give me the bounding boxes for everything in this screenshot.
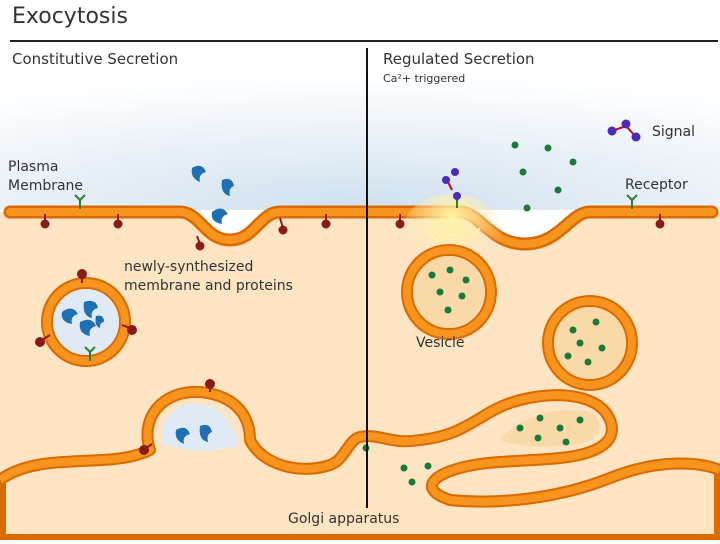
membrane-protein-red	[40, 214, 50, 229]
calcium-wave	[431, 227, 473, 241]
calcium-wave	[438, 227, 466, 237]
label-plasma-membrane: Plasma Membrane	[8, 158, 83, 196]
label-newly-synthesized: newly-synthesized membrane and proteins	[124, 258, 293, 296]
label-newly-line2: membrane and proteins	[124, 278, 293, 294]
label-vesicle: Vesicle	[416, 335, 465, 351]
membrane-protein-red	[195, 235, 205, 251]
label-ca-triggered: Ca²+ triggered	[383, 72, 466, 85]
receptor-green	[74, 194, 86, 209]
released-signals	[511, 141, 577, 212]
protein-blue	[191, 165, 206, 182]
label-constitutive-secretion: Constitutive Secretion	[12, 50, 179, 68]
title-rule	[10, 40, 718, 42]
label-plasma: Plasma	[8, 159, 59, 175]
bound-signal	[442, 168, 461, 208]
membrane-protein-red	[395, 214, 405, 229]
label-newly-line1: newly-synthesized	[124, 259, 254, 275]
signal-dot	[554, 186, 562, 194]
membrane-protein-red	[113, 214, 123, 229]
golgi-apparatus	[0, 379, 720, 544]
secretory-vesicle	[401, 244, 497, 340]
signal-dot	[569, 158, 577, 166]
label-golgi-apparatus: Golgi apparatus	[288, 511, 400, 527]
membrane-protein-red	[278, 217, 288, 235]
label-regulated-secretion: Regulated Secretion	[383, 50, 535, 68]
signal-dot	[523, 204, 531, 212]
signal-dot	[519, 168, 527, 176]
receptor-green	[626, 194, 638, 209]
protein-blue	[211, 208, 228, 224]
receptors	[74, 194, 638, 209]
label-receptor: Receptor	[625, 177, 688, 193]
signal-dot	[544, 144, 552, 152]
label-signal: Signal	[652, 124, 696, 140]
diagram-title: Exocytosis	[12, 4, 128, 29]
membrane-proteins	[40, 214, 665, 251]
transport-vesicle	[35, 269, 137, 367]
secreted-proteins	[191, 165, 234, 224]
signal-dot	[511, 141, 519, 149]
secretory-vesicle-2	[542, 295, 638, 391]
label-membrane: Membrane	[8, 178, 84, 194]
signal-molecule-icon	[607, 119, 641, 142]
protein-blue	[221, 178, 234, 196]
extracellular-space	[0, 60, 720, 210]
membrane-protein-red	[655, 214, 665, 229]
membrane-protein-red	[321, 214, 331, 229]
